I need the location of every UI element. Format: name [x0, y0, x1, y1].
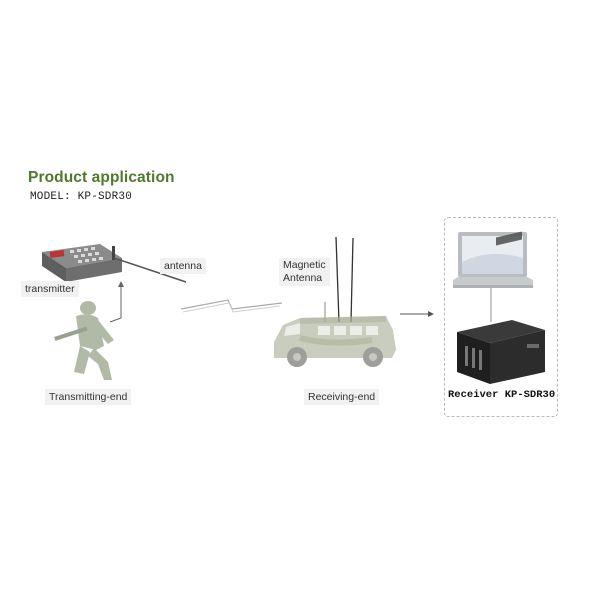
model-label: MODEL: KP-SDR30 — [30, 191, 133, 203]
magnetic-antenna-icon — [335, 236, 354, 323]
label-antenna: antenna — [160, 258, 206, 274]
soldier-icon — [54, 301, 114, 380]
arrow-to-receiver-icon — [400, 311, 434, 317]
vehicle-icon — [274, 316, 396, 367]
laptop-icon — [453, 232, 533, 288]
label-receiving-end: Receiving-end — [304, 389, 380, 405]
antenna-whip-icon — [113, 257, 187, 283]
cable-line — [109, 283, 122, 323]
label-magnetic-antenna-line2: Antenna — [283, 272, 323, 284]
receiver-unit-icon — [457, 231, 545, 384]
page-title: Product application — [28, 169, 175, 186]
label-receiver: Receiver KP-SDR30 — [448, 389, 556, 401]
label-transmitting-end: Transmitting-end — [45, 389, 132, 405]
transmitter-device-icon — [42, 244, 122, 282]
label-transmitter: transmitter — [21, 281, 79, 297]
label-magnetic-antenna-line1: Magnetic — [283, 259, 326, 271]
label-magnetic-antenna: Magnetic Antenna — [279, 258, 330, 286]
